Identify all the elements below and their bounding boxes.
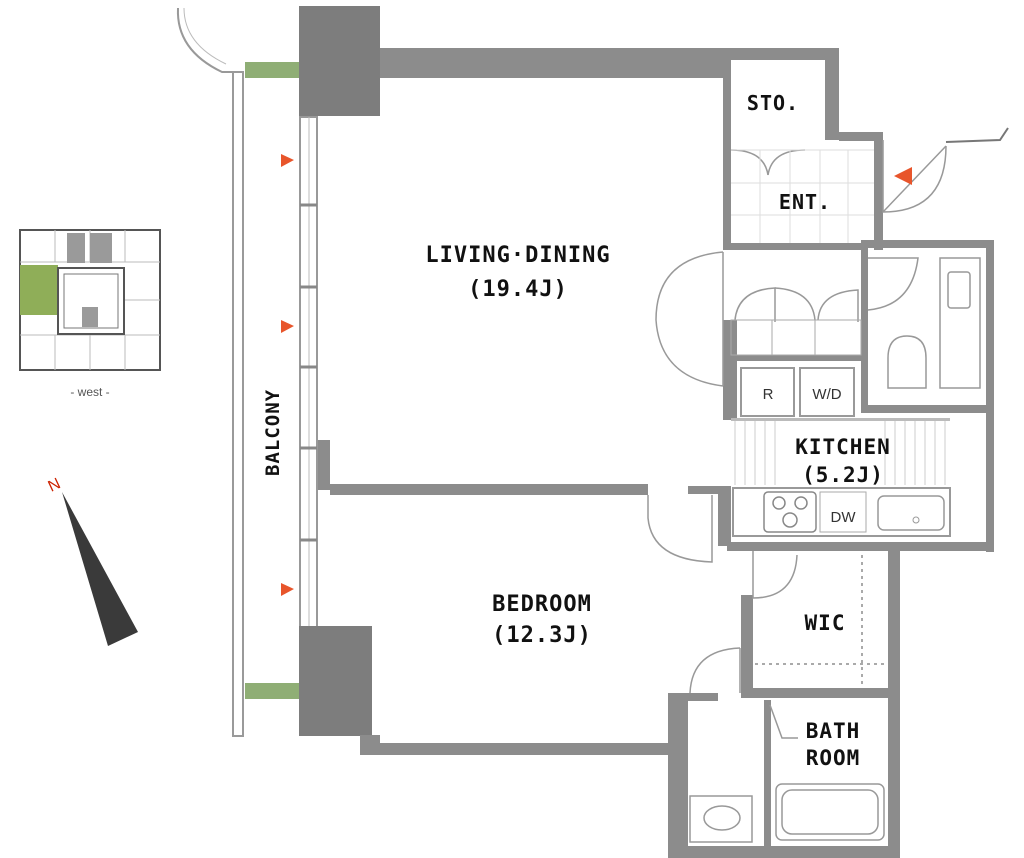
kitchen-area: R W/D DW (731, 367, 951, 537)
living-dining-label: LIVING·DINING (425, 243, 610, 268)
entry-arrows (281, 154, 912, 596)
arrow-icon (281, 320, 294, 333)
north-arrow-icon (62, 492, 138, 646)
wic-shelves (755, 555, 885, 685)
ent-label: ENT. (779, 190, 831, 214)
bathroom-fixtures (689, 783, 885, 843)
doors (647, 140, 947, 739)
kitchen-size: (5.2J) (802, 463, 884, 487)
sink-icon (877, 495, 945, 531)
balcony: BALCONY (176, 7, 299, 737)
north-arrow: N (46, 475, 138, 646)
wic-label: WIC (805, 611, 846, 635)
dishwasher (819, 491, 867, 533)
stove-icon (763, 491, 817, 533)
key-plan: - west - (19, 229, 161, 399)
bedroom-label: BEDROOM (492, 592, 592, 617)
arrow-icon (281, 154, 294, 167)
key-plan-highlighted-unit (20, 265, 58, 315)
entrance-tiles (731, 149, 874, 243)
washer-dryer-label: W/D (812, 386, 841, 403)
room-labels: STO. ENT. LIVING·DINING (19.4J) KITCHEN … (425, 91, 891, 770)
balcony-rail-top (245, 62, 299, 78)
living-dining-size: (19.4J) (468, 277, 568, 302)
washbasin-icon (703, 805, 741, 831)
bathroom-label-line1: BATH (806, 719, 861, 743)
arrow-icon (281, 583, 294, 596)
walls (299, 6, 994, 858)
washer-dryer (799, 367, 855, 417)
bathtub-icon (775, 783, 885, 841)
refrigerator (740, 367, 795, 417)
kitchen-label: KITCHEN (795, 435, 891, 459)
column-bottom (299, 626, 372, 736)
bathroom-label-line2: ROOM (806, 746, 861, 770)
balcony-label: BALCONY (262, 389, 284, 476)
bedroom-size: (12.3J) (492, 623, 592, 648)
column-top (299, 6, 380, 116)
toilet-icon (887, 335, 927, 389)
dishwasher-label: DW (831, 509, 857, 526)
north-label: N (46, 475, 64, 495)
refrigerator-label: R (763, 386, 774, 403)
sto-label: STO. (747, 91, 799, 115)
toilet-room (887, 257, 981, 389)
window-wall (299, 116, 318, 630)
key-plan-caption: - west - (70, 385, 109, 399)
balcony-rail-bottom (245, 683, 299, 699)
entrance-arrow-icon (894, 167, 912, 185)
